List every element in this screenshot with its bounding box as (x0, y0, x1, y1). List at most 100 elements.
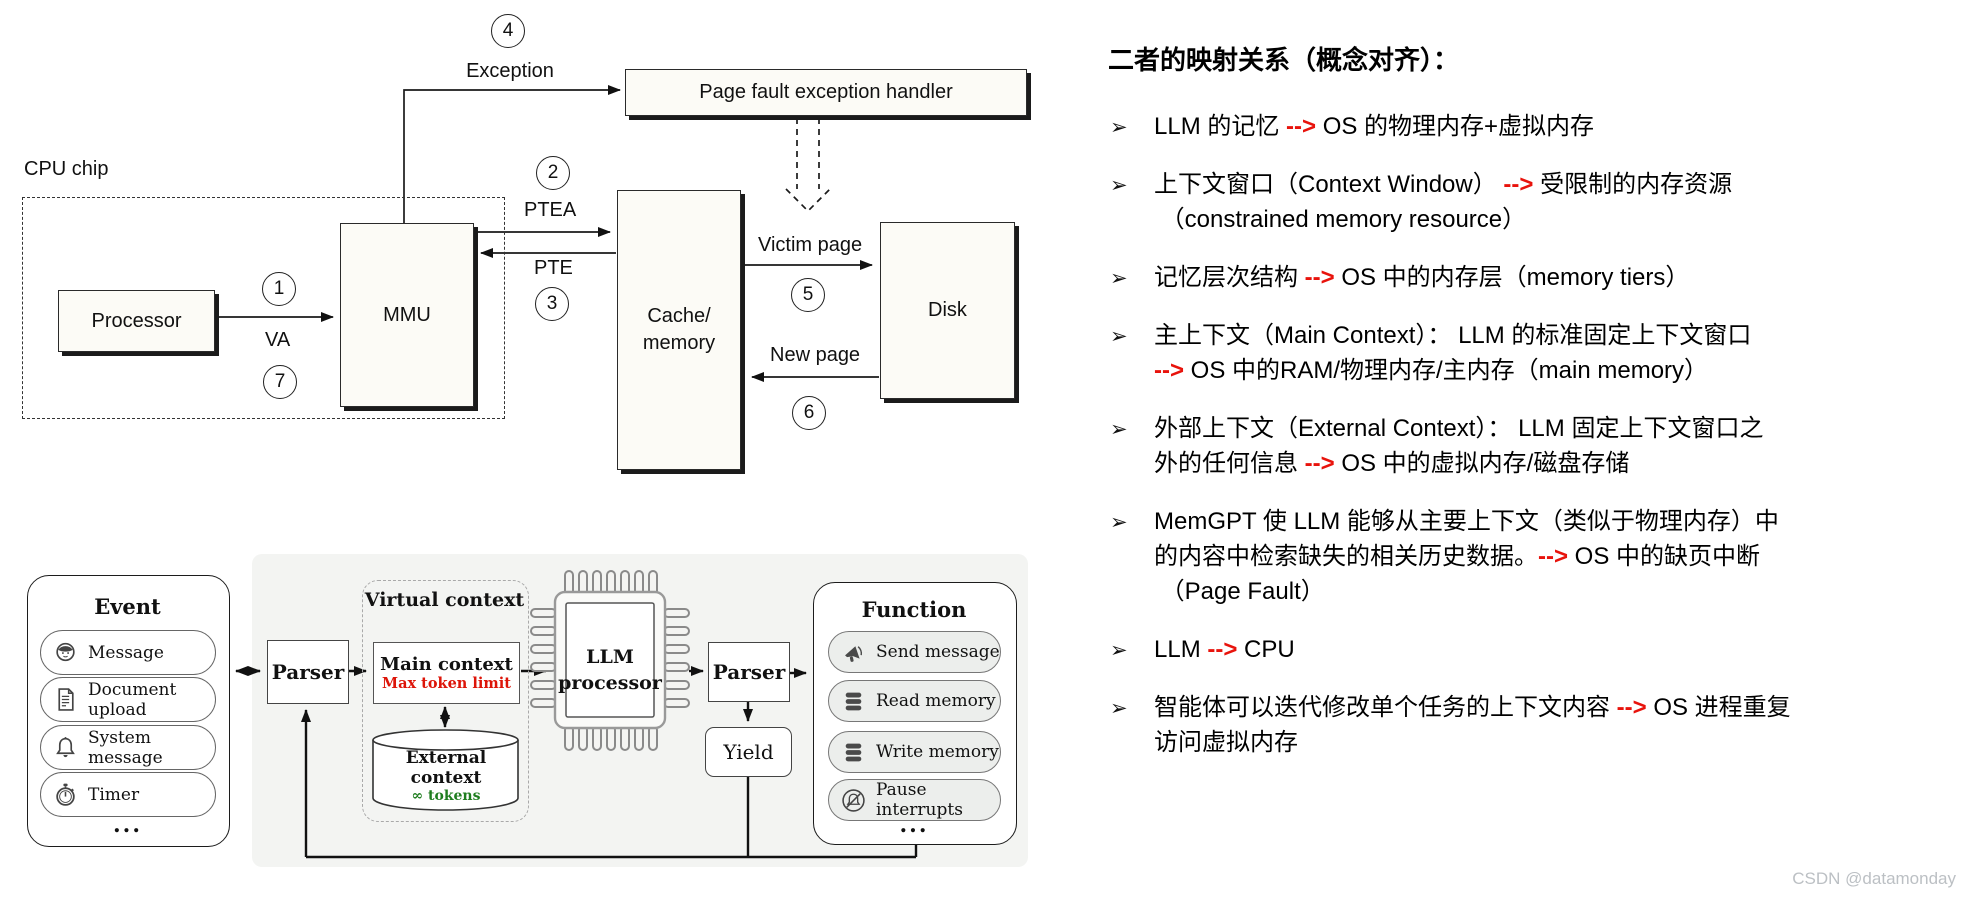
person-icon (53, 640, 78, 665)
va-label: VA (265, 329, 291, 351)
bullet-line: （constrained memory resource） (1154, 206, 1527, 233)
bullet-marker: ➢ (1110, 325, 1128, 348)
processor-box: Processor (58, 290, 215, 352)
bullet-line: 外的任何信息 --> OS 中的虚拟内存/磁盘存储 (1154, 450, 1630, 477)
function-more-dots: ... (899, 812, 929, 838)
bullet-item: ➢ 智能体可以迭代修改单个任务的上下文内容 --> OS 进程重复访问虚拟内存 (1108, 690, 1970, 760)
event-title: Event (94, 594, 161, 619)
bullet-marker: ➢ (1110, 116, 1128, 139)
event-item-timer: Timer (40, 772, 216, 817)
mapping-title: 二者的映射关系（概念对齐）： (1108, 45, 1460, 75)
max-token-limit-note: Max token limit (382, 675, 511, 692)
bullet-item: ➢ 上下文窗口（Context Window） --> 受限制的内存资源 （con… (1108, 167, 1970, 237)
infinite-tokens-note: ∞ tokens (411, 788, 481, 804)
mapping-arrow: --> (1616, 694, 1647, 721)
bullet-marker: ➢ (1110, 639, 1128, 662)
event-item-label: Message (88, 642, 164, 663)
bullet-marker: ➢ (1110, 267, 1128, 290)
mmu-label: MMU (383, 303, 431, 326)
main-context-label: Main context (380, 654, 513, 675)
parser-in-box: Parser (267, 640, 349, 704)
function-item-send-message: Send message (828, 631, 1001, 673)
llm-label-line1: LLM (586, 646, 634, 668)
bullet-line: 智能体可以迭代修改单个任务的上下文内容 --> OS 进程重复 (1154, 694, 1791, 721)
bullet-item: ➢ 外部上下文（External Context）： LLM 固定上下文窗口之外的… (1108, 411, 1970, 481)
mapping-notes-panel: 二者的映射关系（概念对齐）： ➢ LLM 的记忆 --> OS 的物理内存+虚拟内… (1108, 40, 1970, 783)
step-3-badge: 3 (535, 287, 569, 321)
bullet-item: ➢ LLM 的记忆 --> OS 的物理内存+虚拟内存 (1108, 109, 1970, 144)
csdn-watermark: CSDN @datamonday (1792, 869, 1956, 888)
stopwatch-icon (53, 782, 78, 807)
external-context-labels: External context ∞ tokens (374, 748, 518, 804)
event-item-document-upload: Document upload (40, 677, 216, 722)
function-item-pause-interrupts: Pause interrupts (828, 779, 1001, 821)
bell-off-icon (841, 788, 866, 813)
exception-label: Exception (466, 60, 554, 82)
parser-in-label: Parser (271, 660, 345, 684)
mapping-arrow: --> (1538, 543, 1568, 570)
bullet-item: ➢ LLM --> CPU (1108, 632, 1970, 667)
bullet-line: 上下文窗口（Context Window） --> 受限制的内存资源 (1154, 171, 1733, 198)
step-1-badge: 1 (262, 272, 296, 306)
parser-out-box: Parser (708, 642, 790, 702)
bullet-line: 访问虚拟内存 (1154, 729, 1298, 756)
disk-box: Disk (880, 222, 1015, 399)
bullet-line: MemGPT 使 LLM 能够从主要上下文（类似于物理内存）中 (1154, 508, 1779, 535)
main-context-box: Main context Max token limit (373, 642, 520, 704)
function-title: Function (861, 597, 967, 622)
mapping-arrow: --> (1304, 450, 1335, 477)
step-5-badge: 5 (791, 278, 825, 312)
step-4-badge: 4 (491, 14, 525, 48)
bullet-line: 记忆层次结构 --> OS 中的内存层（memory tiers） (1154, 264, 1690, 291)
mapping-arrow: --> (1304, 264, 1335, 291)
step-6-badge: 6 (792, 396, 826, 430)
function-item-read-memory: Read memory (828, 680, 1001, 722)
llm-label-line2: processor (558, 672, 662, 694)
bullet-line: 的内容中检索缺失的相关历史数据。--> OS 中的缺页中断 (1154, 543, 1761, 570)
event-item-label: Timer (88, 784, 140, 805)
page-fault-handler-label: Page fault exception handler (699, 81, 953, 103)
mapping-arrow: --> (1503, 171, 1534, 198)
mapping-bullet-list: ➢ LLM 的记忆 --> OS 的物理内存+虚拟内存 ➢ 上下文窗口（Context… (1108, 109, 1970, 760)
megaphone-icon (841, 640, 866, 665)
bullet-item: ➢ 记忆层次结构 --> OS 中的内存层（memory tiers） (1108, 260, 1970, 295)
ptea-label: PTEA (524, 199, 577, 221)
function-item-label: Write memory (876, 742, 999, 762)
yield-label: Yield (723, 740, 774, 764)
yield-box: Yield (705, 727, 792, 777)
database-icon (841, 740, 866, 765)
cpu-chip-boundary (22, 197, 505, 419)
external-context-label: External context (405, 748, 487, 788)
mapping-arrow: --> (1286, 113, 1317, 140)
document-icon (53, 687, 78, 712)
cache-label-line1: Cache/ (647, 305, 711, 327)
cache-label-line2: memory (642, 332, 716, 354)
bullet-item: ➢主上下文（Main Context）： LLM 的标准固定上下文窗口--> O… (1108, 318, 1970, 388)
disk-label: Disk (928, 299, 967, 321)
step-2-badge: 2 (536, 156, 570, 190)
bullet-marker: ➢ (1110, 418, 1128, 441)
llm-processor-labels: LLM processor (557, 644, 663, 696)
new-page-label: New page (770, 344, 861, 366)
bullet-line: LLM --> CPU (1154, 636, 1295, 663)
bell-icon (53, 735, 78, 760)
bullet-marker: ➢ (1110, 697, 1128, 720)
processor-label: Processor (91, 309, 182, 332)
function-item-label: Read memory (876, 691, 996, 711)
bullet-item: ➢MemGPT 使 LLM 能够从主要上下文（类似于物理内存）中的内容中检索缺失… (1108, 504, 1970, 609)
function-item-label: Pause interrupts (876, 780, 963, 820)
cache-memory-box: Cache/ memory (617, 190, 741, 470)
page-fault-handler-box: Page fault exception handler (625, 69, 1027, 116)
mapping-arrow: --> (1154, 357, 1184, 384)
bullet-line: LLM 的记忆 --> OS 的物理内存+虚拟内存 (1154, 113, 1595, 140)
mapping-arrow: --> (1207, 636, 1238, 663)
bullet-line: （Page Fault） (1154, 578, 1325, 605)
function-item-write-memory: Write memory (828, 731, 1001, 773)
database-icon (841, 689, 866, 714)
bullet-marker: ➢ (1110, 174, 1128, 197)
step-7-badge: 7 (263, 365, 297, 399)
bullet-line: 外部上下文（External Context）： LLM 固定上下文窗口之 (1154, 415, 1764, 442)
cpu-chip-label: CPU chip (24, 158, 109, 180)
event-item-label: System message (88, 727, 163, 768)
